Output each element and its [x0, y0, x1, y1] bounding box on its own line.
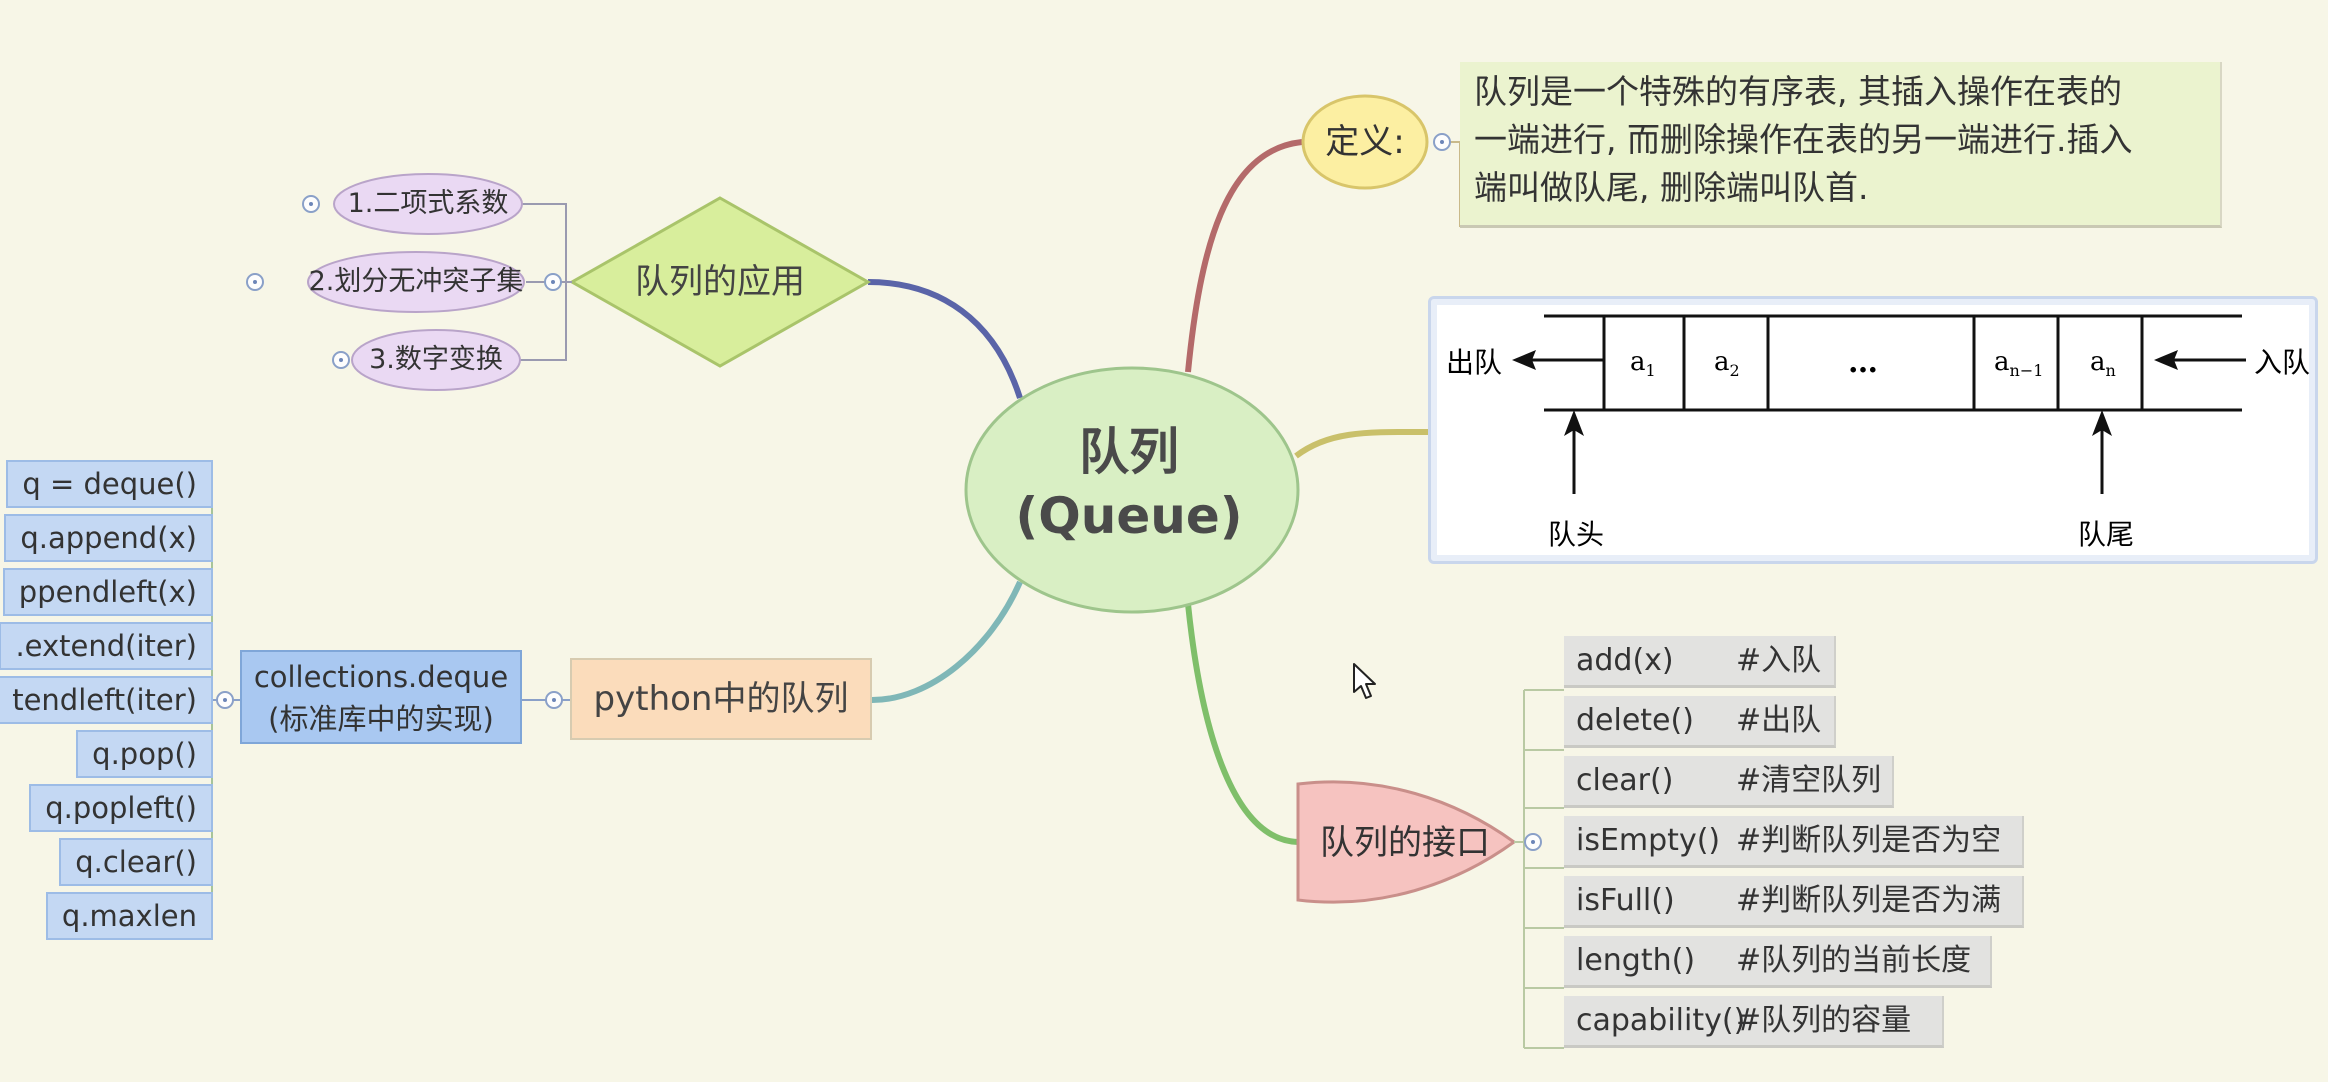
arrow-left-icon: [1512, 350, 1604, 370]
interface-item[interactable]: isEmpty() #判断队列是否为空: [1564, 816, 2024, 868]
deque-title: collections.deque: [253, 660, 509, 694]
app-item-2-shape: [307, 251, 525, 313]
definition-node[interactable]: 定义:: [1325, 122, 1405, 162]
method-item[interactable]: q = deque(): [6, 460, 213, 508]
interface-comment: #清空队列: [1736, 763, 1882, 798]
method-item[interactable]: q.popleft(): [29, 784, 213, 832]
queue-cell-label: an−1: [1994, 347, 2043, 380]
method-item[interactable]: q.pop(): [76, 730, 213, 778]
central-topic-title: 队列: [1079, 423, 1179, 481]
central-topic[interactable]: 队列 (Queue): [966, 420, 1292, 548]
method-item[interactable]: q.append(x): [4, 514, 213, 562]
head-label: 队头: [1548, 518, 1604, 551]
expand-toggle-icon[interactable]: [246, 273, 264, 291]
method-item[interactable]: ppendleft(x): [2, 568, 213, 616]
definition-note[interactable]: 队列是一个特殊的有序表, 其插入操作在表的 一端进行, 而删除操作在表的另一端进…: [1460, 62, 2222, 228]
expand-toggle-icon[interactable]: [332, 351, 350, 369]
app-item-3-shape: [351, 329, 521, 391]
expand-toggle-icon[interactable]: [302, 195, 320, 213]
central-topic-subtitle: (Queue): [1015, 487, 1243, 545]
interface-item[interactable]: capability()#队列的容量: [1564, 996, 1944, 1048]
queue-diagram: 出队 入队 队头 队尾 a1 a2 … an−1 an: [1446, 314, 2310, 551]
interface-comment: #出队: [1736, 703, 1822, 738]
expand-toggle-icon[interactable]: [544, 273, 562, 291]
queue-cell-label: an: [2090, 347, 2116, 380]
method-item[interactable]: q.clear(): [59, 838, 213, 886]
method-item[interactable]: q.maxlen: [45, 892, 213, 940]
queue-cell-label: a1: [1630, 347, 1656, 380]
interface-comment: #判断队列是否为空: [1736, 823, 2002, 858]
application-item[interactable]: 1.二项式系数: [347, 188, 509, 219]
interface-item[interactable]: delete() #出队: [1564, 696, 1836, 748]
dequeue-label: 出队: [1446, 346, 1502, 379]
central-topic-shape: [964, 366, 1300, 614]
expand-toggle-icon[interactable]: [1433, 133, 1451, 151]
deque-subtitle: (标准库中的实现): [268, 702, 494, 736]
interface-node-shape: [1296, 780, 1517, 904]
queue-cell-label: a2: [1714, 347, 1740, 380]
app-item-1-shape: [333, 173, 523, 235]
interface-node[interactable]: 队列的接口: [1320, 823, 1490, 863]
tail-label: 队尾: [2078, 518, 2134, 551]
interface-fn: delete(): [1576, 703, 1694, 738]
arrow-up-icon: [2092, 410, 2112, 494]
expand-toggle-icon[interactable]: [216, 691, 234, 709]
mouse-cursor-icon: [1353, 663, 1376, 699]
definition-line: 端叫做队尾, 删除端叫队首.: [1474, 168, 1869, 207]
method-item[interactable]: tendleft(iter): [0, 676, 213, 724]
interface-comment: #入队: [1736, 643, 1822, 678]
expand-toggle-icon[interactable]: [1524, 833, 1542, 851]
interface-fn: clear(): [1576, 763, 1674, 798]
definition-line: 一端进行, 而删除操作在表的另一端进行.插入: [1474, 120, 2133, 159]
interface-item[interactable]: clear() #清空队列: [1564, 756, 1894, 808]
interface-item[interactable]: add(x) #入队: [1564, 636, 1836, 688]
arrow-left-icon: [2154, 350, 2246, 370]
interface-comment: #队列的容量: [1736, 1003, 1912, 1038]
arrow-up-icon: [1564, 410, 1584, 494]
interface-comment: #队列的当前长度: [1736, 943, 1972, 978]
interface-fn: isEmpty(): [1576, 823, 1721, 858]
method-item[interactable]: .extend(iter): [0, 622, 213, 670]
interface-comment: #判断队列是否为满: [1736, 883, 2002, 918]
application-item[interactable]: 3.数字变换: [369, 344, 503, 375]
application-node[interactable]: 队列的应用: [635, 262, 805, 302]
interface-fn: capability(): [1576, 1003, 1746, 1038]
application-item[interactable]: 2.划分无冲突子集: [308, 266, 524, 297]
python-node[interactable]: python中的队列: [570, 658, 872, 740]
interface-item[interactable]: isFull() #判断队列是否为满: [1564, 876, 2024, 928]
definition-line: 队列是一个特殊的有序表, 其插入操作在表的: [1474, 72, 2122, 111]
enqueue-label: 入队: [2254, 346, 2310, 379]
definition-node-shape: [1301, 94, 1429, 190]
interface-fn: isFull(): [1576, 883, 1675, 918]
interface-fn: length(): [1576, 943, 1696, 978]
interface-item[interactable]: length() #队列的当前长度: [1564, 936, 1992, 988]
queue-cell-label: …: [1848, 345, 1878, 380]
deque-node[interactable]: collections.deque (标准库中的实现): [240, 650, 522, 744]
expand-toggle-icon[interactable]: [545, 691, 563, 709]
interface-fn: add(x): [1576, 643, 1674, 678]
application-node-shape: [568, 196, 872, 368]
